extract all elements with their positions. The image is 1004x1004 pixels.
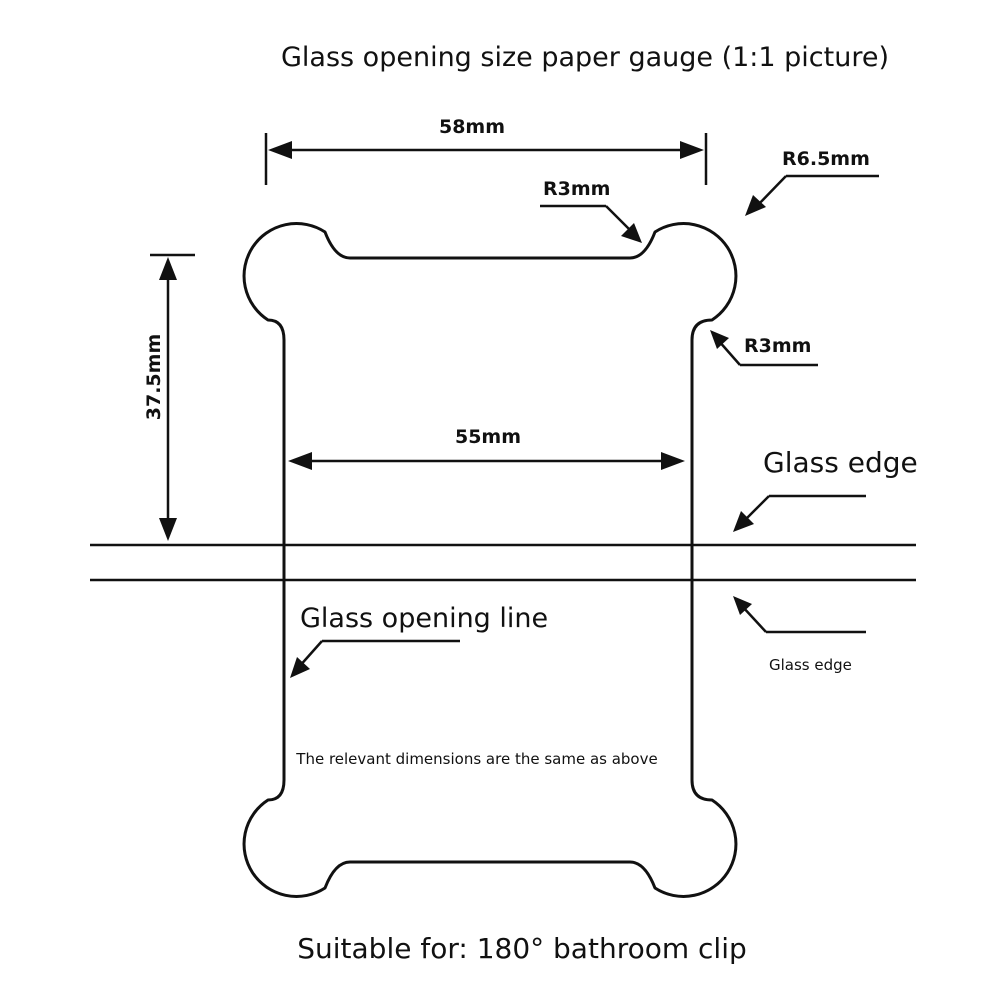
callout-r3mm-top: R3mm	[540, 178, 642, 243]
diagram-title: Glass opening size paper gauge (1:1 pict…	[281, 42, 889, 73]
dimension-55mm-label: 55mm	[455, 426, 521, 448]
dimension-58mm: 58mm	[264, 116, 708, 185]
callout-r6-5mm: R6.5mm	[745, 148, 879, 216]
callout-r3mm-side-label: R3mm	[744, 335, 811, 357]
callout-r3mm-side: R3mm	[710, 330, 818, 367]
glass-opening-line-label: Glass opening line	[300, 603, 548, 634]
dimension-37-5mm-label: 37.5mm	[143, 334, 165, 420]
callout-glass-opening-line: Glass opening line	[290, 603, 548, 678]
dimensions-note: The relevant dimensions are the same as …	[295, 750, 657, 768]
gauge-outline	[242, 222, 738, 898]
callout-glass-edge-upper: Glass edge	[733, 446, 918, 532]
callout-r3mm-top-label: R3mm	[543, 178, 610, 200]
diagram-footer: Suitable for: 180° bathroom clip	[297, 932, 747, 965]
glass-edge-upper-label: Glass edge	[763, 446, 918, 479]
dimension-37-5mm: 37.5mm	[143, 253, 195, 541]
callout-glass-edge-lower: Glass edge	[733, 596, 866, 674]
callout-r6-5mm-label: R6.5mm	[782, 148, 870, 170]
dimension-58mm-label: 58mm	[439, 116, 505, 138]
glass-edge-lower-label: Glass edge	[769, 656, 852, 674]
dimension-55mm: 55mm	[288, 426, 685, 470]
